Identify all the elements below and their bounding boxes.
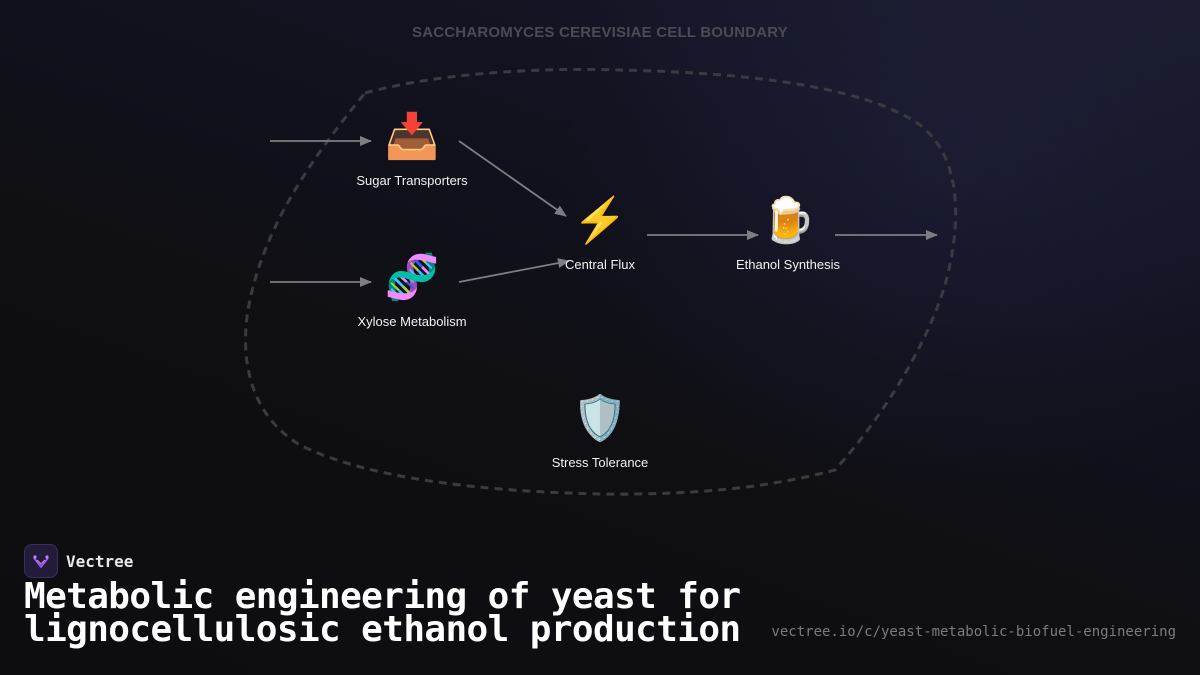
cell-boundary-label: SACCHAROMYCES CEREVISIAE CELL BOUNDARY	[412, 24, 788, 41]
vectree-logo-icon	[24, 544, 58, 578]
arrow-sugar-transporters-to-central-flux	[458, 140, 567, 217]
source-url: vectree.io/c/yeast-metabolic-biofuel-eng…	[771, 624, 1176, 640]
page-title-line-2: lignocellulosic ethanol production	[24, 609, 741, 650]
dna-icon: 🧬	[384, 253, 440, 302]
cell-boundary-outline	[244, 67, 958, 496]
shield-icon: 🛡️	[572, 394, 628, 443]
node-sugar-transporters: 📥 Sugar Transporters	[322, 111, 502, 188]
brand-name: Vectree	[66, 551, 134, 571]
node-stress-tolerance: 🛡️ Stress Tolerance	[510, 393, 690, 470]
page-title-line-1: Metabolic engineering of yeast for	[24, 576, 741, 617]
brand: Vectree	[24, 544, 133, 578]
node-label-xylose-metabolism: Xylose Metabolism	[357, 314, 467, 329]
arrow-xylose-metabolism-to-central-flux	[458, 258, 570, 283]
node-label-stress-tolerance: Stress Tolerance	[551, 455, 649, 470]
node-label-ethanol-synthesis: Ethanol Synthesis	[735, 257, 841, 272]
node-label-central-flux: Central Flux	[564, 257, 636, 272]
node-label-sugar-transporters: Sugar Transporters	[356, 173, 468, 188]
inbox-tray-icon: 📥	[384, 112, 440, 161]
page-title: Metabolic engineering of yeast for ligno…	[24, 576, 741, 650]
beer-mug-icon: 🍺	[760, 196, 816, 245]
lightning-icon: ⚡	[572, 196, 628, 245]
node-ethanol-synthesis: 🍺 Ethanol Synthesis	[698, 195, 878, 272]
node-central-flux: ⚡ Central Flux	[510, 195, 690, 272]
node-xylose-metabolism: 🧬 Xylose Metabolism	[322, 252, 502, 329]
